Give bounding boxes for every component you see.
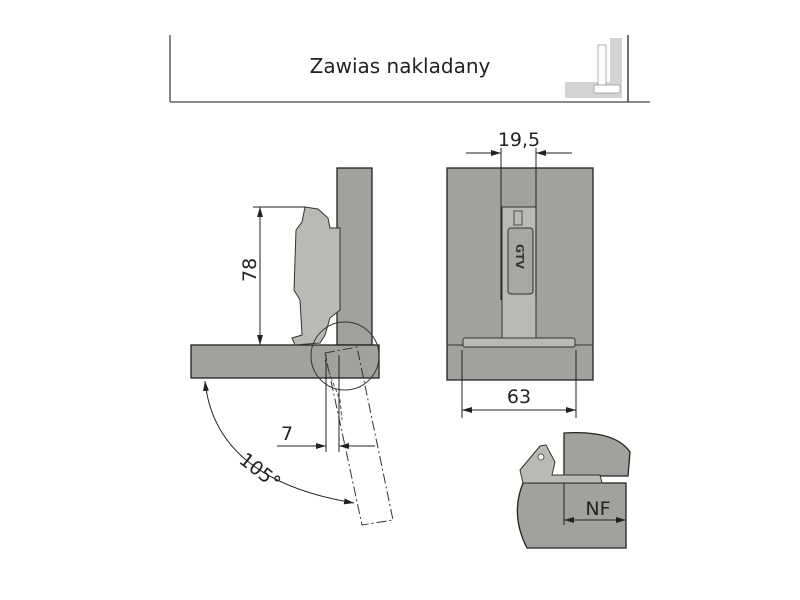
offset-dimension: 7: [281, 423, 293, 445]
detail-view: NF: [516, 431, 631, 549]
cabinet-side-panel: [336, 167, 373, 346]
hinge-arm-side: [291, 206, 341, 346]
plate-width-dimension: 63: [507, 386, 531, 408]
height-dimension: 78: [239, 258, 261, 282]
detail-door: [563, 431, 631, 477]
mounting-plate: [462, 337, 576, 348]
header-title: Zawias nakladany: [310, 54, 491, 78]
brand-logo: GTV: [513, 244, 526, 269]
open-door-outline: [324, 346, 394, 526]
detail-label: NF: [585, 498, 610, 520]
angle-dimension: 105°: [235, 449, 285, 495]
front-view: GTV 19,5 63: [446, 129, 594, 418]
arm-width-dimension: 19,5: [498, 129, 540, 151]
door-panel: [190, 344, 380, 379]
side-view: 78 7 105°: [190, 167, 394, 526]
detail-cabinet: [516, 482, 627, 549]
overlay-hinge-icon: [565, 38, 622, 98]
header-frame: [169, 35, 650, 103]
